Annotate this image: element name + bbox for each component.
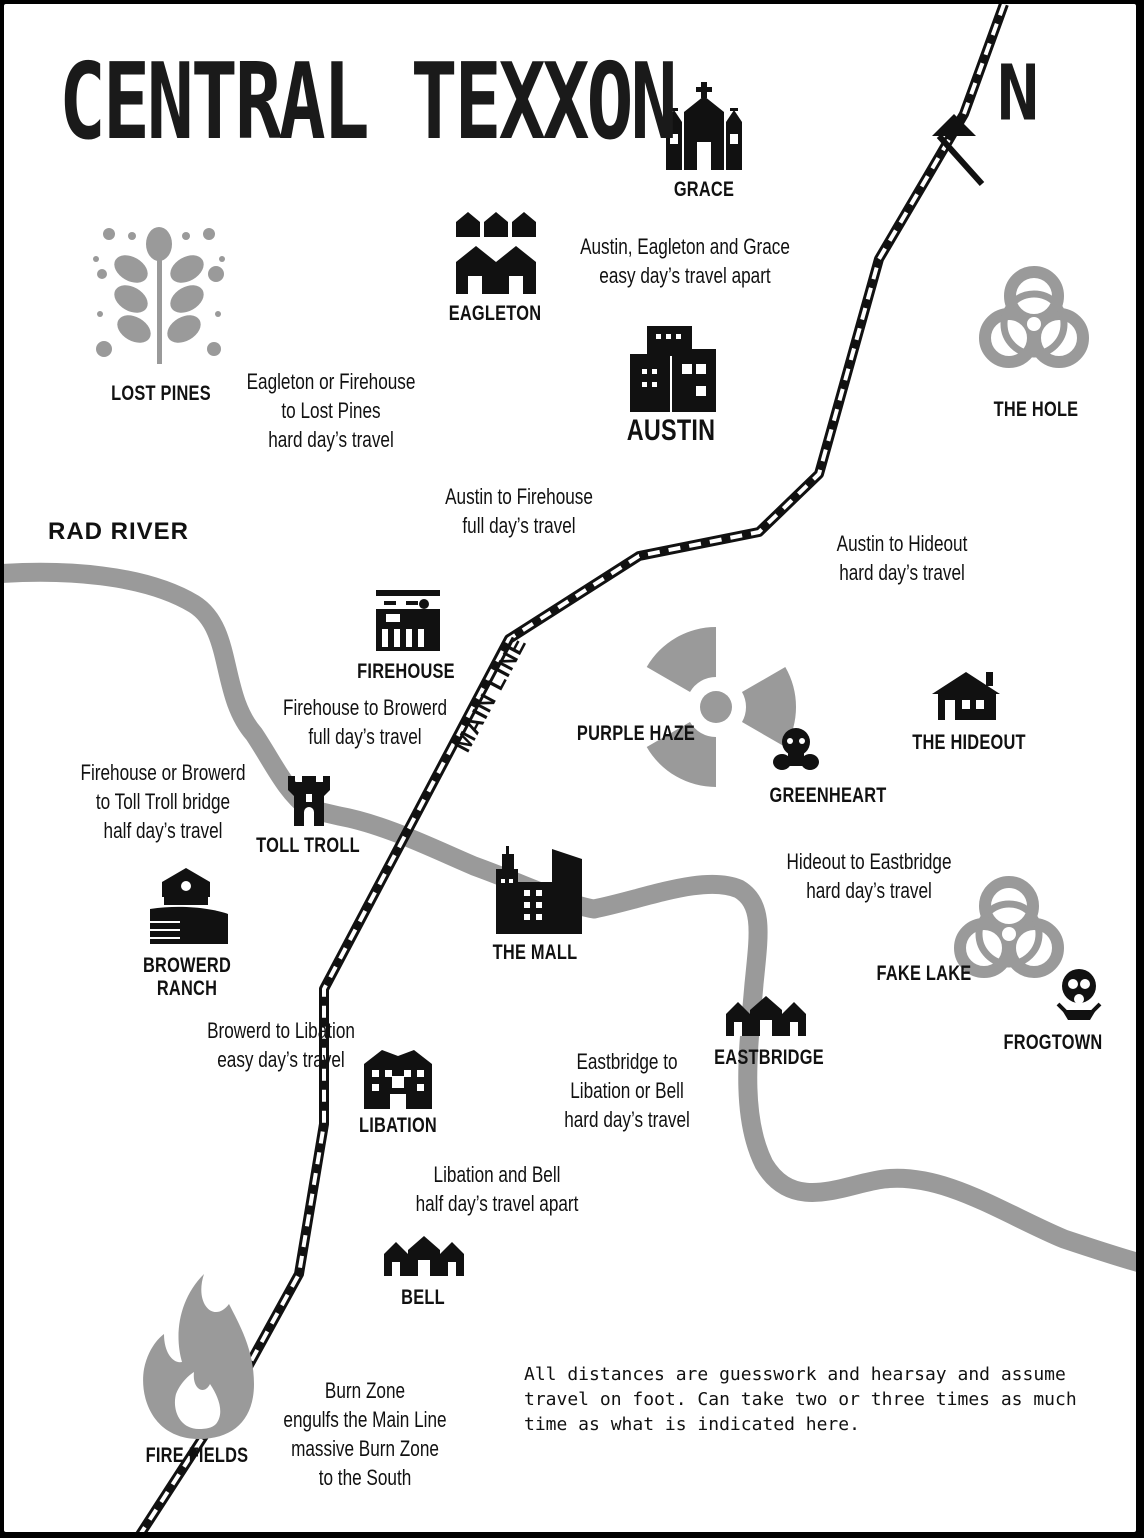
houses-icon	[726, 996, 806, 1036]
plant-icon	[93, 227, 225, 364]
north-label: N	[997, 47, 1040, 139]
location-label-lost-pines: LOST PINES	[111, 382, 211, 405]
firehouse-icon	[376, 590, 440, 651]
main-line-railway	[135, 4, 1009, 1532]
disclaimer-text: All distances are guesswork and hearsay …	[524, 1364, 1077, 1435]
houses-icon	[384, 1236, 464, 1276]
location-label-fake-lake: FAKE LAKE	[876, 962, 972, 985]
location-label-eastbridge: EASTBRIDGE	[714, 1046, 824, 1069]
location-label-austin: AUSTIN	[626, 414, 716, 447]
location-label-the-hideout: THE HIDEOUT	[912, 731, 1026, 754]
monster-icon	[773, 728, 819, 770]
location-label-frogtown: FROGTOWN	[1003, 1031, 1103, 1054]
location-label-the-hole: THE HOLE	[993, 398, 1079, 421]
skyscrapers-icon	[496, 846, 582, 934]
location-label-fire-fields: FIRE FIELDS	[145, 1444, 249, 1467]
map-title: CENTRAL TEXXON	[59, 42, 677, 164]
river-label: RAD RIVER	[48, 518, 190, 545]
rad-river	[4, 562, 1136, 1272]
biohazard-icon	[979, 266, 1089, 368]
location-label-toll-troll: TOLL TROLL	[256, 834, 360, 857]
radiation-icon	[646, 626, 797, 787]
barn-icon	[150, 868, 228, 944]
location-label-purple-haze: PURPLE HAZE	[576, 722, 696, 745]
houses-icon	[456, 212, 536, 294]
location-label-grace: GRACE	[673, 178, 735, 201]
location-label-greenheart: GREENHEART	[769, 784, 887, 807]
city-buildings-icon	[630, 326, 716, 412]
cabin-icon	[932, 672, 1000, 720]
gasmask-skull-icon	[1056, 969, 1102, 1020]
location-label-libation: LIBATION	[359, 1114, 437, 1137]
location-label-eagleton: EAGLETON	[448, 302, 542, 325]
location-label-firehouse: FIREHOUSE	[357, 660, 455, 683]
tower-icon	[288, 776, 330, 826]
map-canvas: CENTRAL TEXXON N RAD RIVER MAIN LINE GRA…	[4, 4, 1136, 1532]
flame-icon	[143, 1274, 254, 1439]
location-label-the-mall: THE MALL	[492, 941, 578, 964]
location-label-bell: BELL	[401, 1286, 445, 1309]
north-arrow-icon	[932, 114, 985, 187]
map-graphics	[4, 4, 1136, 1532]
church-icon	[666, 82, 742, 170]
biohazard-icon	[954, 876, 1064, 978]
apartment-icon	[364, 1050, 432, 1109]
location-label-browerd-ranch: BROWERD RANCH	[142, 954, 232, 1000]
